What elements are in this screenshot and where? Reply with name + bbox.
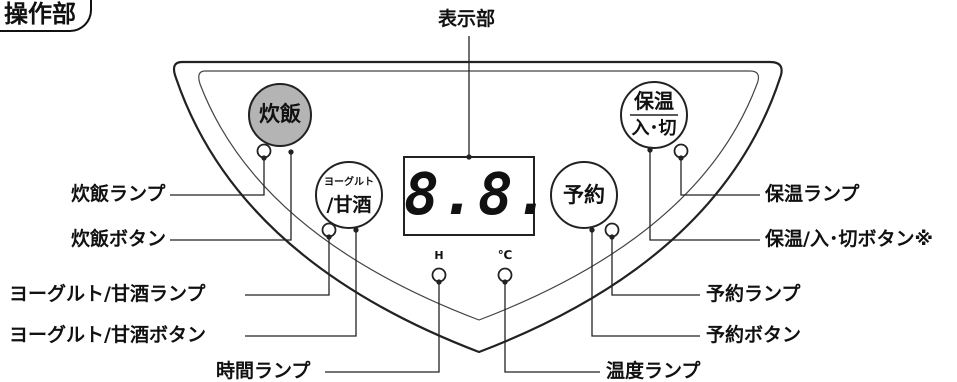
callout-rice-button: 炊飯ボタン	[71, 228, 167, 250]
callout-timer-lamp: 予約ランプ	[706, 283, 801, 305]
timer-button[interactable]: 予約	[563, 183, 605, 207]
callout-rice-lamp: 炊飯ランプ	[71, 183, 166, 205]
leader-lines	[170, 36, 760, 373]
yogurt-button[interactable]: /甘酒	[326, 194, 372, 216]
callout-time-lamp: 時間ランプ	[216, 360, 311, 382]
rice-button-shape	[248, 83, 312, 147]
callout-keep-warm-button: 保温/入･切ボタン※	[765, 228, 933, 250]
callout-keep-warm-lamp: 保温ランプ	[765, 183, 860, 205]
callout-yogurt-lamp: ヨーグルト/甘酒ランプ	[9, 283, 206, 305]
callout-temp-lamp: 温度ランプ	[606, 360, 701, 382]
temp-indicator-label: ℃	[497, 248, 513, 262]
keep-warm-button[interactable]: 保温	[634, 89, 674, 113]
yogurt-button-top-label[interactable]: ヨーグルト	[324, 177, 374, 188]
display-digits: 8.8.	[404, 160, 552, 228]
keep-warm-button-bottom-label[interactable]: 入･切	[631, 118, 677, 139]
display-label: 表示部	[438, 8, 496, 30]
callout-yogurt-button: ヨーグルト/甘酒ボタン	[9, 324, 206, 346]
panel-inner-outline	[198, 70, 760, 321]
rice-button[interactable]: 炊飯	[259, 102, 301, 126]
timer-button-shape	[550, 161, 618, 229]
hour-indicator-label: H	[434, 249, 444, 262]
callout-timer-button: 予約ボタン	[706, 324, 802, 346]
section-heading: 操作部	[0, 0, 92, 32]
yogurt-button-shape	[315, 161, 383, 229]
